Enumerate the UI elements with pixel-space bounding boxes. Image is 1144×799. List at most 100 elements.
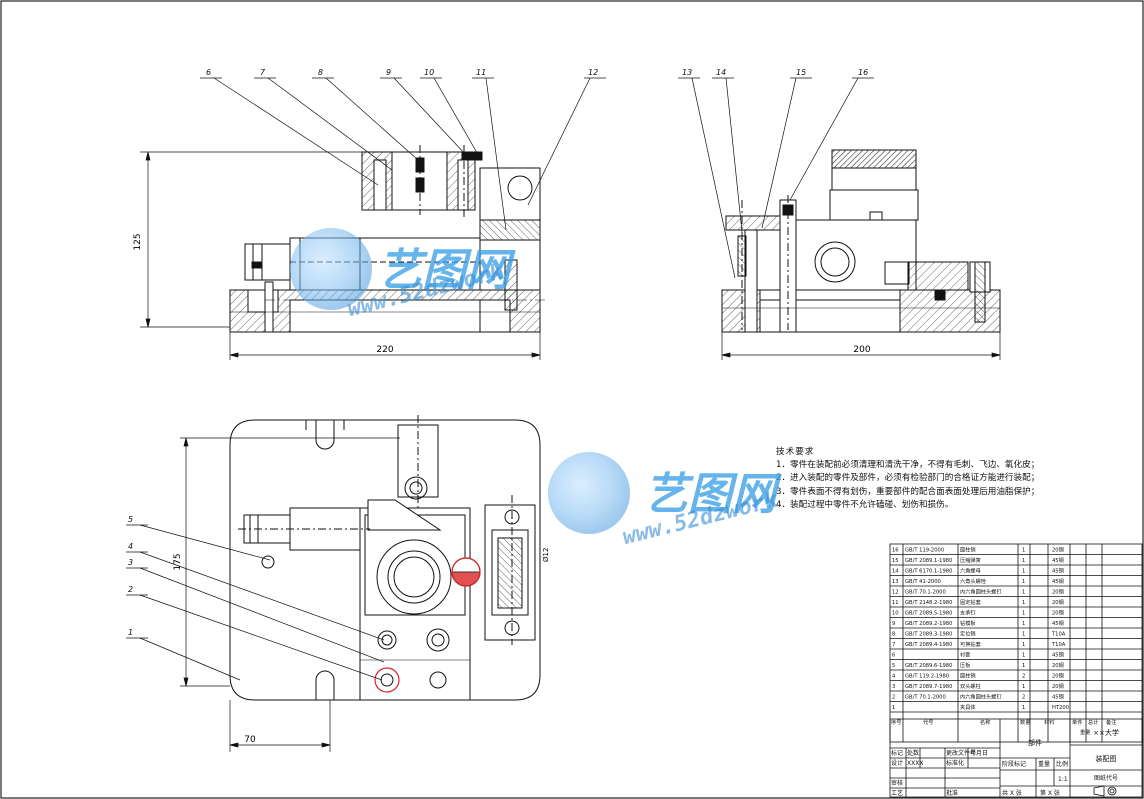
tb-craft: 工艺	[891, 789, 903, 797]
title-block	[889, 718, 1143, 798]
tb-mark: 标记	[891, 749, 903, 757]
bom-cell-material: 20钢	[1052, 588, 1064, 596]
bom-cell-no: 9	[892, 621, 895, 627]
projection-symbol	[1093, 785, 1117, 797]
bom-cell-qty: 1	[1022, 621, 1025, 627]
bom-cell-qty: 1	[1022, 705, 1025, 711]
bom-cell-qty: 1	[1022, 590, 1025, 596]
bom-cell-name: 双头螺柱	[960, 682, 981, 690]
bom-cell-no: 4	[892, 674, 896, 680]
plan-view	[229, 415, 541, 701]
tb-design-val: XXXX	[907, 760, 923, 767]
bom-cell-qty: 1	[1022, 642, 1025, 648]
bom-cell-name: 六角头螺栓	[960, 577, 987, 585]
dim-plan-offset: 70	[244, 735, 256, 745]
bom-cell-material: 45钢	[1052, 693, 1064, 701]
bom-cell-no: 11	[892, 600, 899, 606]
bom-cell-no: 8	[892, 632, 895, 638]
bom-cell-material: HT200	[1052, 705, 1069, 711]
bom-cell-material: 20钢	[1052, 546, 1064, 554]
bom-cell-name: 钻模板	[960, 619, 976, 627]
balloon-6: 6	[206, 68, 211, 77]
note-line: 4．装配过程中零件不允许磕碰、划伤和损伤。	[776, 499, 954, 510]
bom-cell-code: GB/T 2148.2-1980	[905, 600, 952, 606]
bom-cell-code: GB/T 70.1-2000	[905, 590, 946, 596]
note-line: 2．进入装配的零件及部件，必须有检验部门的合格证方能进行装配；	[776, 473, 1040, 484]
bom-cell-code: GB/T 2089.6-1980	[905, 663, 952, 669]
bom-header-qty: 数量	[1020, 718, 1030, 726]
bom-cell-name: 六角螺母	[960, 567, 981, 575]
bom-cell-no: 5	[892, 663, 895, 669]
bom-cell-qty: 2	[1022, 695, 1025, 701]
bom-cell-material: 45钢	[1052, 567, 1064, 575]
bom-cell-code: GB/T 119-2000	[905, 548, 944, 554]
bom-header-material: 材料	[1044, 718, 1054, 726]
bom-header-unit-weight: 单件	[1072, 718, 1082, 726]
bom-cell-no: 6	[892, 653, 895, 659]
bom-cell-code: GB/T 2089.7-1980	[905, 684, 952, 690]
front-dimensions	[140, 151, 541, 360]
bom-cell-material: 45钢	[1052, 556, 1064, 564]
bom-cell-no: 10	[892, 611, 899, 617]
balloon-4: 4	[128, 542, 133, 551]
bom-cell-name: 支承钉	[960, 609, 976, 617]
bom-cell-no: 1	[892, 705, 895, 711]
bom-cell-material: T10A	[1051, 632, 1066, 638]
tb-part-name: 部件	[1028, 738, 1042, 747]
note-line: 1．零件在装配前必须清理和清洗干净，不得有毛刺、飞边、氧化皮；	[776, 460, 1040, 471]
tb-drawing-no: 图纸代号	[1094, 774, 1118, 782]
balloon-1: 1	[128, 628, 133, 637]
bom-cell-name: 压缩弹簧	[960, 556, 981, 564]
tb-std: 标准化	[946, 759, 964, 767]
balloon-8: 8	[318, 68, 323, 77]
dim-front-width: 220	[376, 345, 393, 355]
bom-cell-name: 定位销	[960, 630, 976, 638]
bom-cell-name: 内六角圆柱头螺钉	[960, 588, 1002, 596]
bom-cell-no: 15	[892, 558, 899, 564]
balloon-11: 11	[476, 68, 486, 77]
bom-cell-code: GB/T 119.2-1980	[905, 674, 949, 680]
tb-stage: 阶段标记	[1002, 760, 1026, 768]
side-view	[721, 149, 1001, 333]
bom-cell-material: 20钢	[1052, 598, 1064, 606]
bom-cell-qty: 1	[1022, 632, 1025, 638]
bom-cell-no: 16	[892, 548, 899, 554]
bom-header-no: 序号	[891, 718, 901, 726]
bom-cell-name: 内六角圆柱头螺钉	[960, 693, 1002, 701]
bom-cell-name: 可换钻套	[960, 640, 982, 648]
balloon-5: 5	[128, 515, 133, 524]
notes-title: 技术要求	[776, 447, 815, 457]
bom-cell-no: 3	[892, 684, 895, 690]
bom-header-code: 代号	[923, 718, 933, 726]
bom-cell-material: 45钢	[1052, 651, 1064, 659]
balloon-7: 7	[260, 68, 266, 77]
bom-header-total-weight: 总计	[1088, 718, 1098, 726]
tb-revise: 更改文件号	[946, 749, 976, 757]
bom-cell-qty: 1	[1022, 663, 1025, 669]
tb-school: ××大学	[1093, 728, 1119, 737]
balloon-3: 3	[128, 558, 133, 567]
balloon-16: 16	[858, 68, 868, 77]
bom-cell-no: 2	[892, 695, 895, 701]
tb-approve: 批准	[946, 789, 958, 797]
bom-cell-qty: 1	[1022, 611, 1025, 617]
bom-cell-qty: 1	[1022, 569, 1025, 575]
balloon-10: 10	[424, 68, 434, 77]
bom-cell-code: GB/T 2089.5-1980	[905, 611, 952, 617]
bom-cell-qty: 1	[1022, 579, 1025, 585]
dim-label-12: Ø12	[542, 548, 550, 562]
dim-side-width: 200	[853, 345, 870, 355]
front-leaders	[200, 77, 606, 231]
note-line: 3．零件表面不得有划伤，重要部件的配合面表面处理后用油脂保护；	[776, 486, 1040, 497]
tb-design: 设计	[891, 759, 903, 767]
tb-date: 年月日	[970, 749, 988, 757]
bom-cell-no: 12	[892, 590, 899, 596]
bom-header-name: 名称	[980, 718, 990, 726]
tb-count: 处数	[907, 749, 919, 757]
balloon-12: 12	[588, 68, 598, 77]
bom-cell-no: 13	[892, 579, 899, 585]
balloon-9: 9	[386, 68, 391, 77]
bom-cell-name: 压板	[960, 661, 971, 669]
bom-cell-name: 圆柱销	[960, 546, 976, 554]
